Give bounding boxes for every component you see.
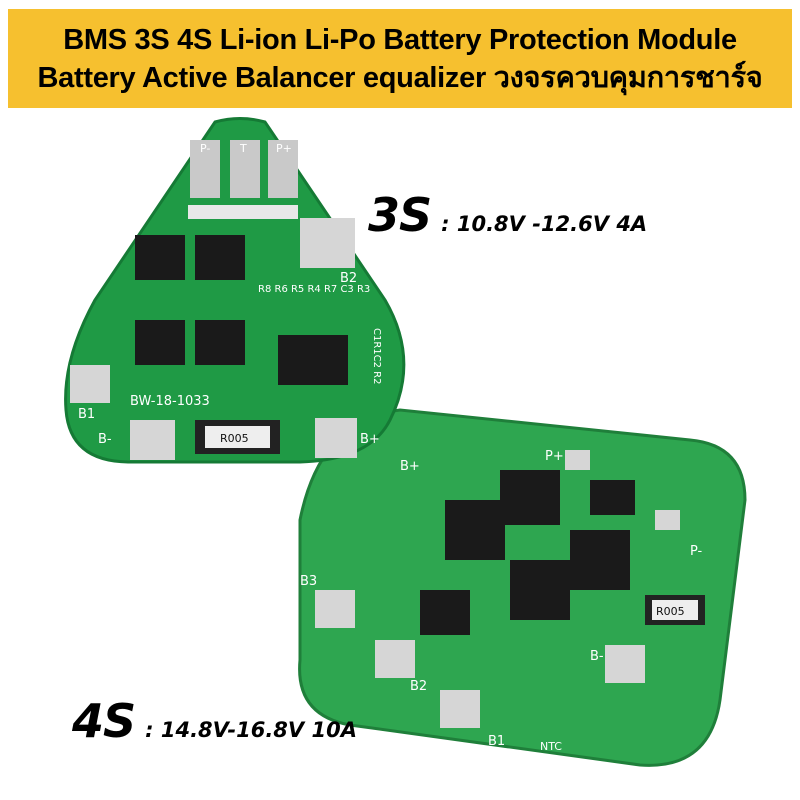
pad-label-b-plus: B+ [360,432,380,447]
title-line-1: BMS 3S 4S Li-ion Li-Po Battery Protectio… [63,23,737,56]
spec-3s-cells: 3S [368,188,432,242]
pad-label-b1: B1 [78,407,95,422]
silk-resistors: R8 R6 R5 R4 R7 C3 R3 [258,284,370,295]
pad-label-b2: B2 [340,271,357,286]
pad-label-b-minus-4s: B- [590,649,604,664]
pad-label-t: T [239,142,247,155]
pad-label-p-plus: P+ [276,142,292,155]
title-banner: BMS 3S 4S Li-ion Li-Po Battery Protectio… [8,9,792,108]
model-label: BW-18-1033 [130,394,210,409]
title-line-2: Battery Active Balancer equalizer วงจรคว… [37,61,763,94]
spec-4s-rating: : 14.8V-16.8V 10A [145,718,357,742]
resistor-label: R005 [220,432,249,445]
pad-label-b3: B3 [300,574,317,589]
spec-3s-rating: : 10.8V -12.6V 4A [441,212,648,236]
silk-capacitors: C1R1C2 R2 [371,328,382,385]
spec-4s: 4S : 14.8V-16.8V 10A [72,694,357,748]
pad-label-ntc: NTC [540,740,562,753]
resistor-label-4s: R005 [656,605,685,618]
pad-label-b1-4s: B1 [488,734,505,749]
pad-label-b2-4s: B2 [410,679,427,694]
pad-label-p-minus: P- [200,142,210,155]
pad-label-b-minus: B- [98,432,112,447]
pad-label-p-plus-4s: P+ [545,449,564,464]
spec-3s: 3S : 10.8V -12.6V 4A [368,188,647,242]
spec-4s-cells: 4S [72,694,136,748]
pad-label-p-minus-4s: P- [690,544,703,559]
pad-label-b-plus-4s: B+ [400,459,420,474]
